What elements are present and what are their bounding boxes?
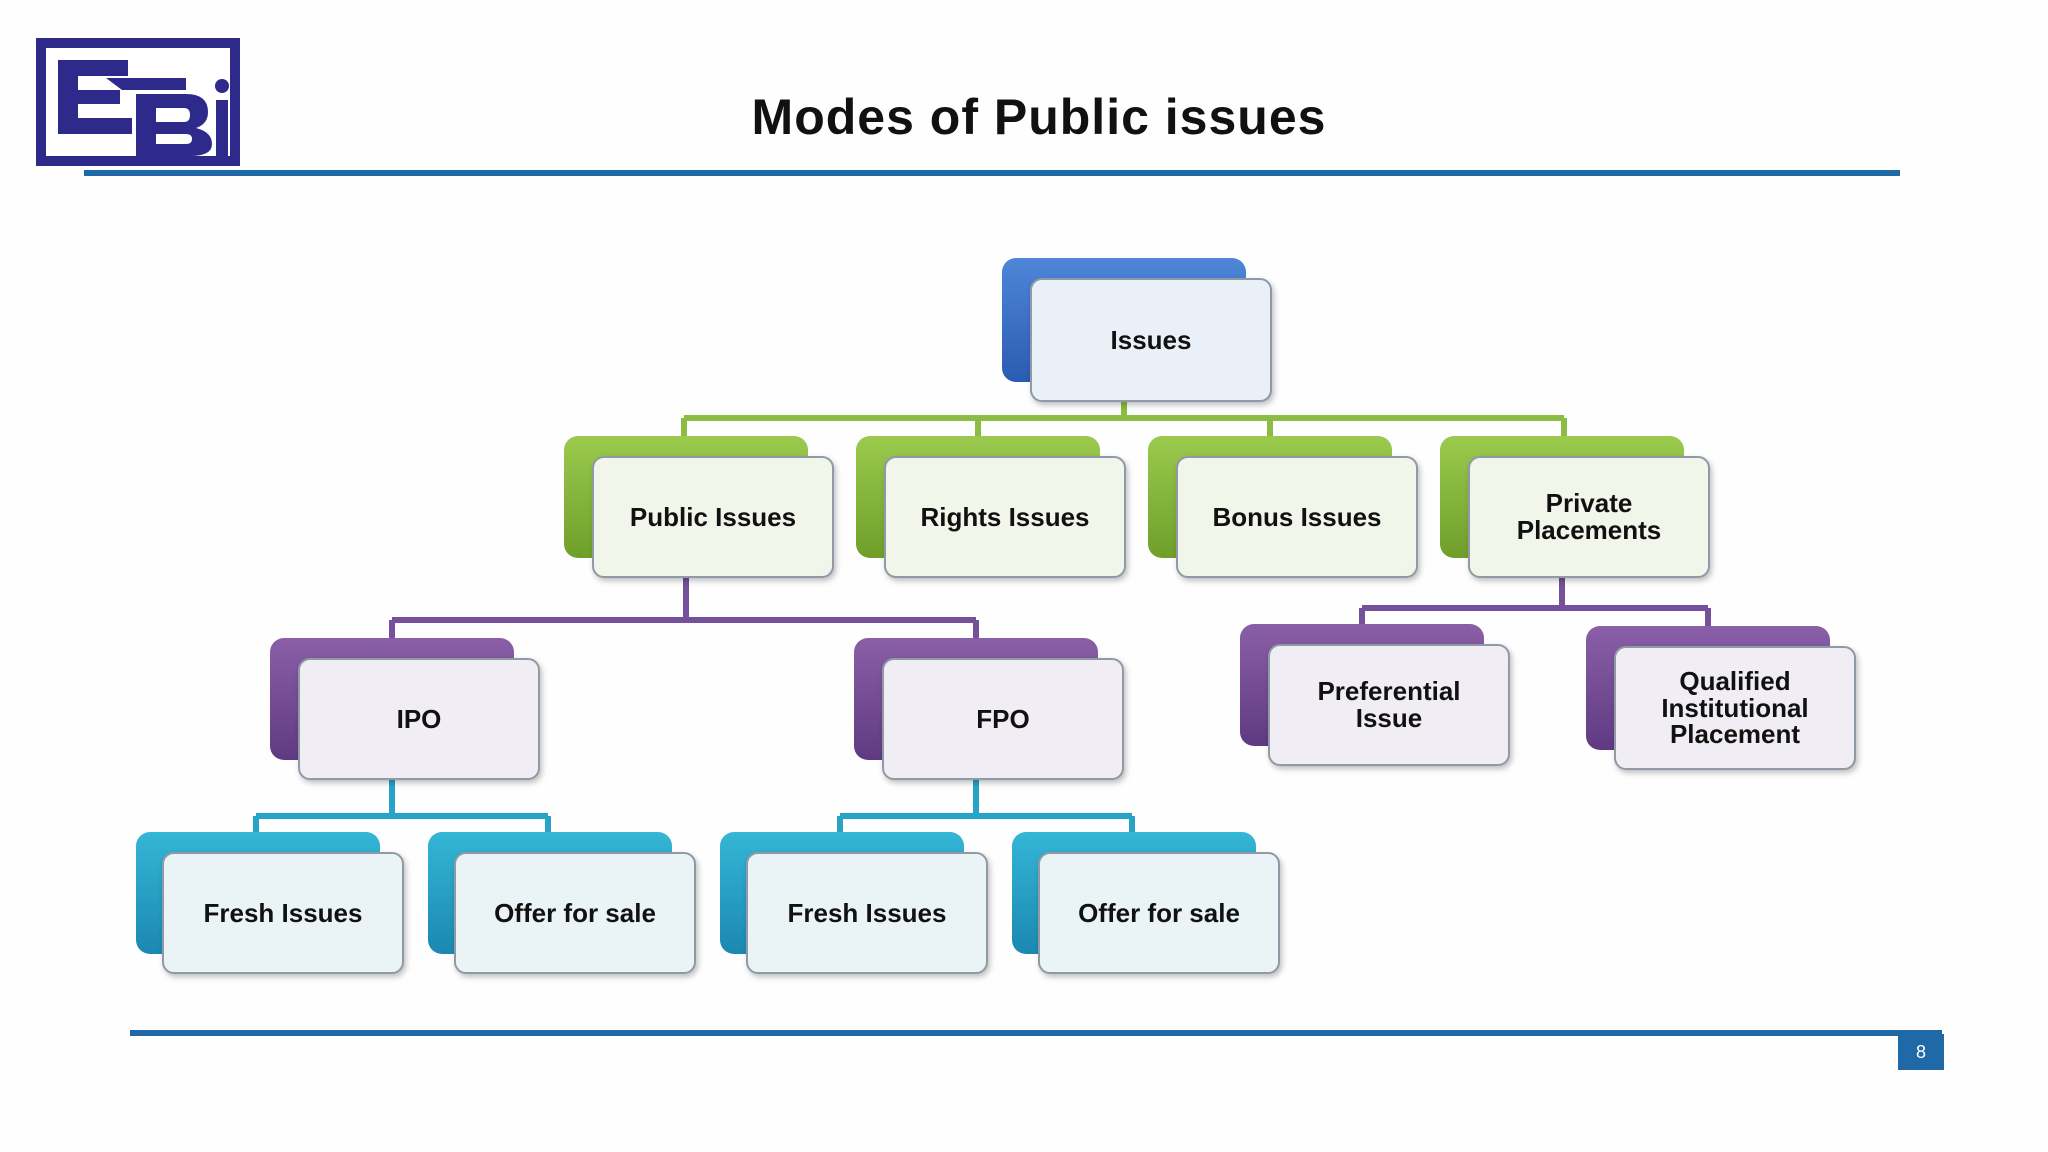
node-fpo-offer-for-sale-label: Offer for sale	[1078, 897, 1240, 928]
node-rights-issues: Rights Issues	[856, 436, 1126, 578]
node-private-placements: Private Placements	[1440, 436, 1710, 578]
node-rights-issues-label: Rights Issues	[920, 501, 1090, 532]
node-ipo-label: IPO	[396, 703, 442, 734]
node-fpo: FPO	[854, 638, 1124, 780]
bottom-divider	[130, 1030, 1942, 1036]
node-public-issues-label: Public Issues	[629, 501, 797, 532]
node-preferential-issue-label: Preferential Issue	[1317, 676, 1461, 733]
node-public-issues: Public Issues	[564, 436, 834, 578]
node-ipo-fresh-issues-label: Fresh Issues	[203, 897, 363, 928]
ipo-connectors	[253, 780, 551, 834]
node-fpo-fresh-issues-label: Fresh Issues	[787, 897, 947, 928]
node-qualified-institutional-placement: Qualified Institutional Placement	[1586, 626, 1856, 770]
node-ipo-offer-for-sale: Offer for sale	[428, 832, 696, 974]
node-private-placements-label: Private Placements	[1516, 488, 1662, 545]
private-connectors	[1359, 576, 1711, 626]
top-divider	[84, 170, 1900, 176]
node-fpo-fresh-issues: Fresh Issues	[720, 832, 988, 974]
fpo-connectors	[837, 780, 1135, 834]
node-fpo-offer-for-sale: Offer for sale	[1012, 832, 1280, 974]
node-qip-label: Qualified Institutional Placement	[1661, 666, 1809, 750]
slide-title: Modes of Public issues	[751, 89, 1327, 145]
page-number: 8	[1898, 1034, 1944, 1070]
root-connectors	[681, 400, 1567, 438]
node-ipo-fresh-issues: Fresh Issues	[136, 832, 404, 974]
node-issues: Issues	[1002, 258, 1272, 404]
node-ipo-offer-for-sale-label: Offer for sale	[494, 897, 656, 928]
node-ipo: IPO	[270, 638, 540, 780]
node-fpo-label: FPO	[976, 703, 1030, 734]
node-issues-label: Issues	[1110, 324, 1192, 355]
sebi-logo	[36, 38, 240, 166]
node-bonus-issues-label: Bonus Issues	[1212, 501, 1382, 532]
public-connectors	[389, 576, 979, 640]
node-preferential-issue: Preferential Issue	[1240, 624, 1510, 766]
node-bonus-issues: Bonus Issues	[1148, 436, 1418, 578]
